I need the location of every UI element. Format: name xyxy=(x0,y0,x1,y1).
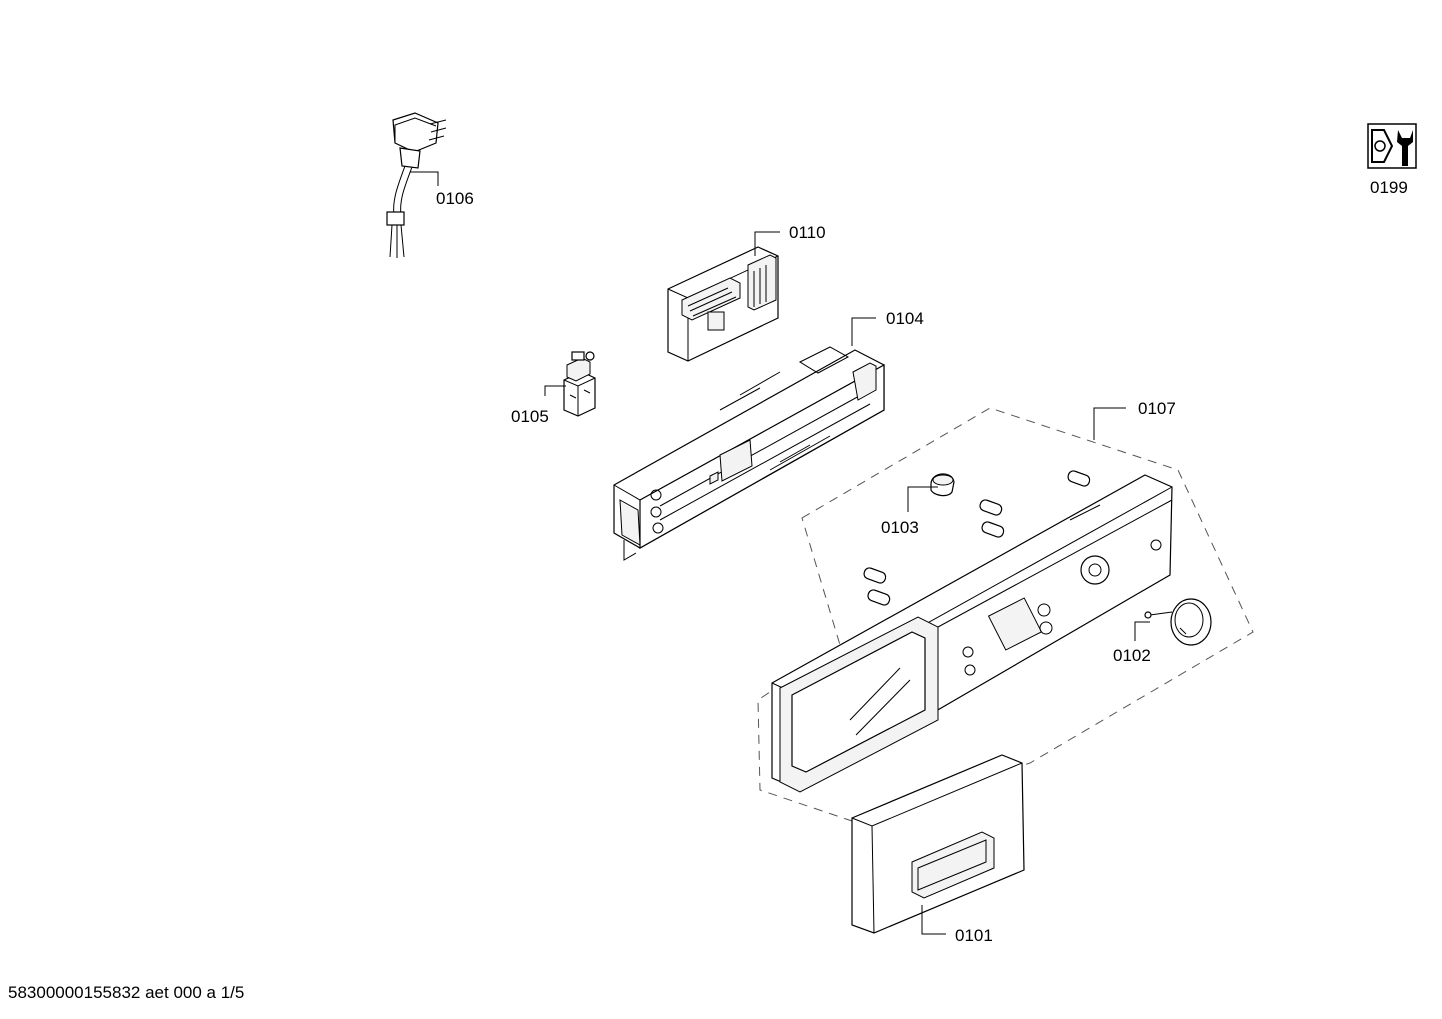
control-panel-fascia[interactable] xyxy=(771,474,1173,793)
light-pipe xyxy=(1067,470,1091,487)
part-label-0199[interactable]: 0199 xyxy=(1370,178,1408,197)
part-label-0101[interactable]: 0101 xyxy=(955,926,993,945)
part-label-0106[interactable]: 0106 xyxy=(436,189,474,208)
part-label-0103[interactable]: 0103 xyxy=(881,518,919,537)
light-pipe xyxy=(979,499,1003,516)
service-tool-icon xyxy=(1367,123,1417,169)
part-label-0107[interactable]: 0107 xyxy=(1138,399,1176,418)
part-label-0105[interactable]: 0105 xyxy=(511,407,549,426)
document-reference: 58300000155832 aet 000 a 1/5 xyxy=(8,983,244,1002)
part-label-0104[interactable]: 0104 xyxy=(886,309,924,328)
rotary-knob[interactable] xyxy=(1144,598,1212,646)
push-buttons[interactable] xyxy=(863,470,1091,607)
power-cord-plug[interactable] xyxy=(386,112,447,258)
control-circuit-board[interactable] xyxy=(667,246,779,362)
part-label-0102[interactable]: 0102 xyxy=(1113,646,1151,665)
light-pipe xyxy=(863,567,887,584)
light-pipe xyxy=(981,521,1005,538)
part-label-0110[interactable]: 0110 xyxy=(789,223,826,242)
door-switch-component[interactable] xyxy=(563,351,596,417)
dispenser-drawer-handle[interactable] xyxy=(851,754,1025,934)
light-pipe xyxy=(867,589,891,606)
leader-lines xyxy=(410,171,1150,935)
electronics-housing[interactable] xyxy=(613,346,885,561)
